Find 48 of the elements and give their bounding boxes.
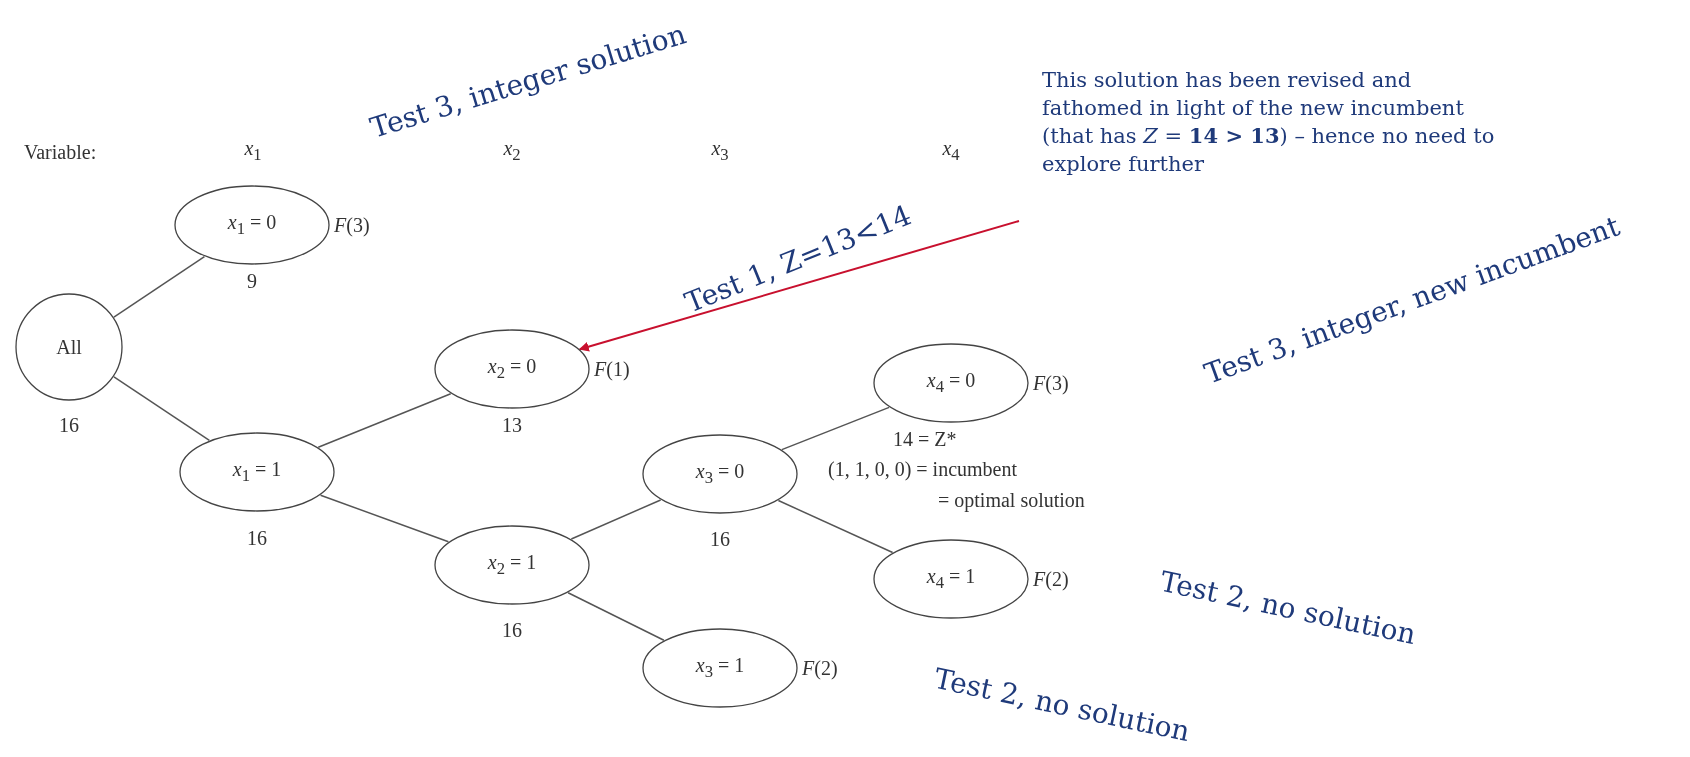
bound-value: 16 — [710, 527, 730, 551]
branch-node-ellipse — [873, 539, 1029, 619]
variable-label: x$_{1}$ — [244, 137, 262, 165]
test-annotation: Test 2, no solution — [931, 661, 1193, 749]
node-label: All — [56, 335, 82, 359]
branch-node-ellipse — [642, 628, 798, 708]
branch-line — [570, 499, 662, 540]
branch-line — [319, 494, 450, 543]
node-label: x$_{3}$ = 0 — [695, 460, 745, 488]
annotation-note: This solution has been revised and fathomed in light of the new incumbent (that has Z = 14 > 13) – hence no need to explore further — [1042, 66, 1512, 178]
fathom-label: F(1) — [594, 357, 630, 381]
fathom-label: F(2) — [1033, 567, 1069, 591]
branch-node-ellipse — [434, 329, 590, 409]
branch-line — [781, 406, 890, 451]
node-label: x$_{1}$ = 0 — [227, 211, 277, 239]
arrow — [578, 220, 1020, 352]
node-label: x$_{3}$ = 1 — [695, 654, 745, 682]
branch-node-ellipse — [873, 343, 1029, 423]
node-label: x$_{4}$ = 0 — [926, 369, 976, 397]
row-header: Variable: — [24, 140, 97, 164]
bound-value: 13 — [502, 413, 522, 437]
bound-value: (1, 1, 0, 0) = incumbent — [828, 457, 1018, 481]
node-label: x$_{4}$ = 1 — [926, 565, 976, 593]
fathom-label: F(2) — [802, 656, 838, 680]
bound-value: 14 = Z* — [893, 427, 957, 451]
test-annotation: Test 2, no solution — [1157, 564, 1419, 652]
fathom-label: F(3) — [334, 213, 370, 237]
bound-value: 16 — [247, 526, 267, 550]
root-node-circle — [15, 293, 123, 401]
branch-node-ellipse — [642, 434, 798, 514]
bound-value: 9 — [247, 269, 257, 293]
branch-line — [317, 393, 452, 448]
branch-line — [113, 255, 206, 318]
bound-value: = optimal solution — [938, 488, 1085, 512]
branch-node-ellipse — [179, 432, 335, 512]
variable-label: x$_{3}$ — [711, 137, 729, 165]
branch-node-ellipse — [434, 525, 590, 605]
branch-line — [567, 592, 665, 641]
variable-label: x$_{4}$ — [942, 137, 960, 165]
bound-value: 16 — [59, 413, 79, 437]
node-label: x$_{1}$ = 1 — [232, 458, 282, 486]
branch-node-ellipse — [174, 185, 330, 265]
branch-line — [113, 376, 211, 442]
node-label: x$_{2}$ = 1 — [487, 551, 537, 579]
fathom-label: F(3) — [1033, 371, 1069, 395]
bound-value: 16 — [502, 618, 522, 642]
node-label: x$_{2}$ = 0 — [487, 355, 537, 383]
branch-line — [777, 499, 894, 554]
